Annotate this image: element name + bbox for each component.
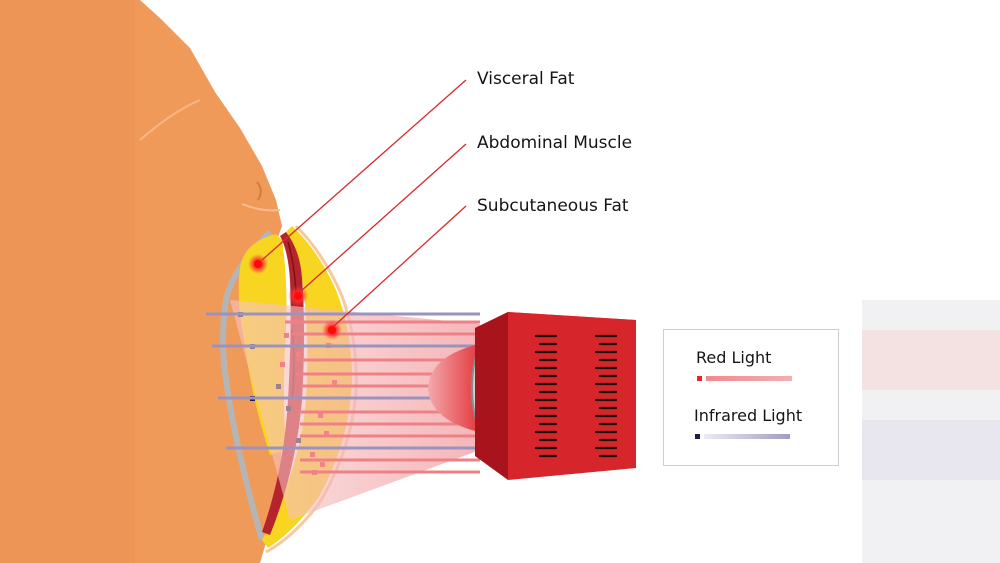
legend: Red Light Infrared Light — [663, 329, 839, 466]
subcutaneous-fat-leader — [333, 205, 467, 327]
right-blur-infrared — [862, 420, 1000, 480]
body-back-shade — [0, 0, 135, 563]
leader-lines — [261, 79, 467, 327]
legend-infrared-light-label: Infrared Light — [694, 406, 803, 425]
visceral-fat-point — [254, 260, 262, 268]
abdominal-muscle-point — [294, 292, 302, 300]
device-vent-grilles — [534, 334, 618, 458]
legend-infrared-light-swatch — [695, 434, 700, 439]
navel — [256, 181, 262, 201]
right-blur-red — [862, 330, 1000, 390]
chest-curve — [139, 99, 201, 141]
visceral-fat-leader — [261, 79, 467, 261]
legend-infrared-light-bar — [704, 434, 790, 439]
light-beam — [230, 300, 480, 520]
legend-red-light-bar — [706, 376, 792, 381]
subcutaneous-fat-label: Subcutaneous Fat — [477, 196, 629, 216]
abdominal-muscle-leader — [299, 143, 467, 293]
visceral-fat-label: Visceral Fat — [477, 69, 575, 89]
legend-red-light-swatch — [697, 376, 702, 381]
belly-fold — [241, 203, 281, 212]
subcutaneous-fat-point — [328, 326, 336, 334]
cross-section-outline — [220, 229, 273, 541]
device-side — [475, 312, 508, 480]
legend-red-light-label: Red Light — [696, 348, 772, 367]
device-front — [508, 312, 636, 480]
abdominal-muscle-label: Abdominal Muscle — [477, 133, 633, 153]
